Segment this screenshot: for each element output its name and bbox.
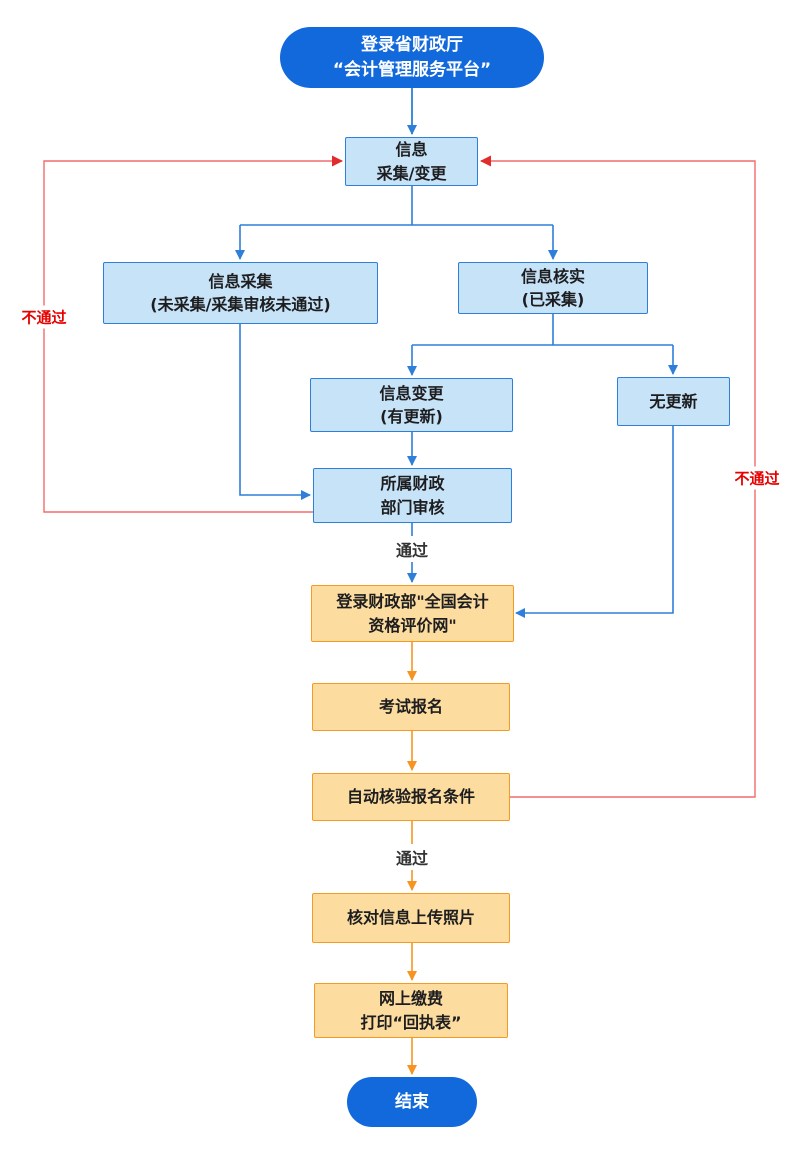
node-login-mof-line2: 资格评价网" xyxy=(368,615,457,635)
arrow-noupdate-to-mof xyxy=(515,426,674,618)
node-exam-signup-line1: 考试报名 xyxy=(378,697,443,717)
node-change: 信息变更 (有更新) xyxy=(310,378,513,432)
node-auto-check: 自动核验报名条件 xyxy=(312,773,510,821)
node-info-hub-line1: 信息 xyxy=(395,140,428,160)
node-check-photo: 核对信息上传照片 xyxy=(312,893,510,943)
node-start-line2: “会计管理服务平台” xyxy=(332,59,492,80)
node-change-line2: (有更新) xyxy=(380,407,443,426)
line-info-split xyxy=(240,186,553,226)
node-exam-signup: 考试报名 xyxy=(312,683,510,731)
arrow-collect-to-review xyxy=(239,324,311,500)
node-check-photo-line1: 核对信息上传照片 xyxy=(346,908,475,928)
arrow-autocheck-fail-loop xyxy=(480,155,756,798)
node-change-line1: 信息变更 xyxy=(379,383,444,403)
node-end-line1: 结束 xyxy=(395,1091,429,1112)
node-review-line1: 所属财政 xyxy=(380,474,445,494)
node-pay-print: 网上缴费 打印“回执表” xyxy=(314,983,508,1038)
node-verify: 信息核实 (已采集) xyxy=(458,262,648,314)
arrow-review-fail-loop xyxy=(43,155,343,513)
node-pay-print-line2: 打印“回执表” xyxy=(360,1012,462,1032)
node-no-update: 无更新 xyxy=(617,377,730,426)
node-info-hub-line2: 采集/变更 xyxy=(376,163,447,183)
edge-label-fail-right: 不通过 xyxy=(730,466,784,490)
node-info-hub: 信息 采集/变更 xyxy=(345,137,478,186)
node-collect-line2: (未采集/采集审核未通过) xyxy=(150,295,331,314)
node-collect-line1: 信息采集 xyxy=(208,271,273,291)
node-review: 所属财政 部门审核 xyxy=(313,468,512,523)
node-end: 结束 xyxy=(347,1077,477,1127)
node-review-line2: 部门审核 xyxy=(380,497,445,517)
node-pay-print-line1: 网上缴费 xyxy=(378,989,443,1009)
node-collect: 信息采集 (未采集/采集审核未通过) xyxy=(103,262,378,324)
node-no-update-line1: 无更新 xyxy=(649,391,698,411)
node-start: 登录省财政厅 “会计管理服务平台” xyxy=(280,27,544,88)
node-login-mof-line1: 登录财政部"全国会计 xyxy=(336,592,489,612)
node-verify-line2: (已采集) xyxy=(521,290,585,309)
edge-label-fail-left: 不通过 xyxy=(17,305,71,329)
node-start-line1: 登录省财政厅 xyxy=(361,34,463,55)
line-verify-split xyxy=(412,314,673,346)
node-auto-check-line1: 自动核验报名条件 xyxy=(346,787,475,807)
node-verify-line1: 信息核实 xyxy=(520,266,585,286)
edge-label-pass-review: 通过 xyxy=(391,536,433,562)
edge-label-pass-check: 通过 xyxy=(391,844,433,870)
node-login-mof: 登录财政部"全国会计 资格评价网" xyxy=(311,585,514,642)
